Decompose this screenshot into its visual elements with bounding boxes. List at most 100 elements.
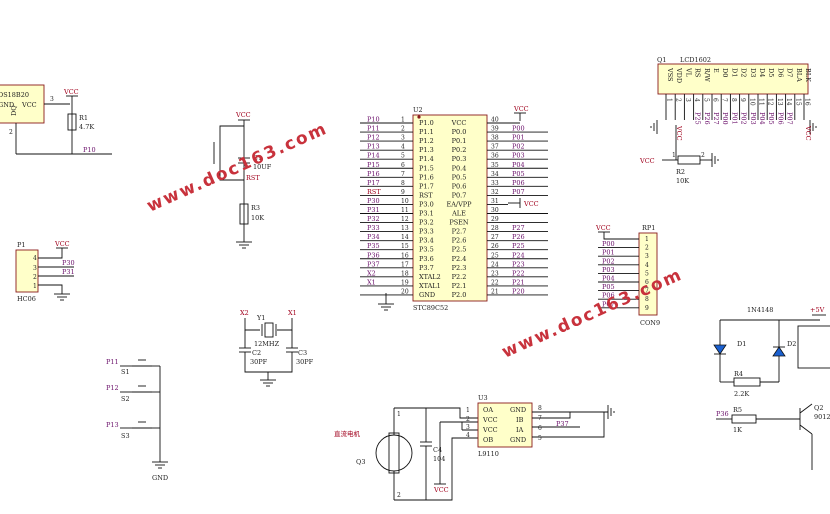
mcu-left-pin-name: P1.0 xyxy=(419,119,434,127)
mcu-right-pin-number: 29 xyxy=(491,216,499,223)
lcd-pin-name: E xyxy=(712,68,720,73)
hc06-body xyxy=(15,249,39,293)
hc06-pin-4: 4 xyxy=(33,255,37,262)
lcd-pin-name: BLK xyxy=(804,68,812,82)
mcu-left-pin-number: 17 xyxy=(401,261,409,268)
c4-value: 104 xyxy=(433,455,445,463)
q2-value: 9012 xyxy=(814,413,830,421)
r5-value: 1K xyxy=(733,426,742,434)
l9110-pin-ia: IA xyxy=(516,426,524,434)
watermark-bottom: www.doc163.com xyxy=(499,265,686,363)
mcu-left-pin-name: P1.6 xyxy=(419,173,434,181)
mcu-right-pin-name: P2.1 xyxy=(452,282,467,290)
mcu-right-pin-number: 21 xyxy=(491,288,499,295)
rp1-pin-number: 9 xyxy=(645,305,649,312)
mcu-right-pin-number: 27 xyxy=(491,234,499,241)
lcd-pin-number: 9 xyxy=(739,98,746,102)
crystal-y1-ref: Y1 xyxy=(256,314,265,322)
l9110-num-8: 8 xyxy=(538,405,542,412)
mcu-right-pin-name: P2.2 xyxy=(452,273,467,281)
lcd-pin-name: VL xyxy=(684,67,692,78)
mcu-left-net: P14 xyxy=(367,152,380,160)
l9110-pin-gnd1: GND xyxy=(510,406,526,414)
relay-circuit: 1N4148 +5V D1 D2 R4 2.2K P36 R5 1K Q2 90… xyxy=(713,306,830,470)
mcu-right-pin-number: 25 xyxy=(491,252,499,259)
mcu-left-pin-number: 6 xyxy=(401,162,405,169)
rp1-pin-net: P03 xyxy=(602,266,615,274)
rp1-pin-number: 2 xyxy=(645,245,649,252)
mcu-right-pin-number: 33 xyxy=(491,180,499,187)
lcd-pin-net: P01 xyxy=(730,112,738,125)
l9110-net-p37: P37 xyxy=(556,420,569,428)
mcu-left-pin-number: 4 xyxy=(401,144,405,151)
mcu-left-net: P30 xyxy=(367,197,380,205)
mcu-ea-vcc-label: VCC xyxy=(523,200,539,208)
lcd-pin-name: R/W xyxy=(703,68,711,82)
dc-motor xyxy=(375,434,413,472)
lcd-pin-name: D0 xyxy=(721,68,729,77)
crystal-x1-net: X1 xyxy=(288,309,297,317)
mcu-left-pin-number: 5 xyxy=(401,153,405,160)
l9110-pin-vcc2: VCC xyxy=(482,426,498,434)
mcu-right-pin-number: 38 xyxy=(491,135,499,142)
hc06-pin-1: 1 xyxy=(33,283,37,290)
mcu-right-pin-name: P2.7 xyxy=(452,228,467,236)
lcd-pin-number: 6 xyxy=(712,98,719,102)
mcu-left-pin-name: P3.7 xyxy=(419,264,434,272)
mcu-right-pin-name: P2.5 xyxy=(452,246,467,254)
lcd-q-ref: Q1 xyxy=(657,56,666,64)
r5-resistor xyxy=(731,414,757,424)
mcu-right-pin-name: P0.0 xyxy=(452,128,467,136)
mcu-right-pin-number: 36 xyxy=(491,153,499,160)
l9110-pin-vcc1: VCC xyxy=(482,416,498,424)
mcu-left-pin-name: P3.3 xyxy=(419,228,434,236)
hc06-net-p31: P31 xyxy=(62,268,75,276)
ds18b20-vcc-label: VCC xyxy=(63,88,79,96)
lcd-pin-number: 16 xyxy=(804,98,811,106)
rp1-pin-net: P01 xyxy=(602,249,615,257)
mcu-right-pin-name: P0.3 xyxy=(452,155,467,163)
r1-resistor xyxy=(67,113,77,131)
ds18b20-pin3: 3 xyxy=(50,96,54,103)
lcd-pin-name: RS xyxy=(694,68,702,77)
lcd-pin-name: VDD xyxy=(675,67,683,83)
hc06-name: HC06 xyxy=(17,295,36,303)
rp1-pin-number: 5 xyxy=(645,270,649,277)
mcu-right-pin-name: ALE xyxy=(451,210,466,218)
mcu-left-pin-name: P3.6 xyxy=(419,255,434,263)
mcu-right-pin-number: 37 xyxy=(491,144,499,151)
lcd1602-display: Q1 LCD1602 VCC R2 10K 1 2 VSS1VDD2VCCVL3… xyxy=(639,56,817,185)
l9110-num-7: 7 xyxy=(538,415,542,422)
relay-diode-label: 1N4148 xyxy=(747,306,773,314)
l9110-pin-ib: IB xyxy=(516,416,524,424)
crystal-x2-net: X2 xyxy=(240,309,249,317)
mcu-right-net: P07 xyxy=(512,188,525,196)
ds18b20-net-p10: P10 xyxy=(83,146,96,154)
lcd-pin-number: 15 xyxy=(794,98,801,106)
motor-driver: 直流电机 Q3 1 2 C4 104 VCC U3 L9110 OA VCC V… xyxy=(334,394,615,501)
mcu-ref: U2 xyxy=(413,106,423,114)
mcu-left-net: P11 xyxy=(367,125,380,133)
lcd-ground-symbol-left xyxy=(650,120,658,134)
c2-ref: C2 xyxy=(252,349,261,357)
pot-pin2: 2 xyxy=(701,152,705,159)
mcu-left-pin-name: P1.1 xyxy=(419,128,434,136)
rp1-resistor-pack: RP1 CON9 VCC 12P003P014P025P036P047P058P… xyxy=(595,224,660,327)
l9110-pin-gnd2: GND xyxy=(510,436,526,444)
mcu-right-pin-number: 23 xyxy=(491,270,499,277)
rp1-pin-net: P06 xyxy=(602,292,615,300)
lcd-pin-net: P02 xyxy=(740,112,748,125)
crystal-circuit: X2 X1 Y1 12MHZ C2 30PF C3 30PF xyxy=(239,309,314,387)
mcu-right-pin-name: P2.6 xyxy=(452,237,467,245)
rp1-pin-number: 3 xyxy=(645,253,649,260)
mcu-right-pin-number: 26 xyxy=(491,243,499,250)
mcu-left-pin-number: 16 xyxy=(401,252,409,259)
mcu-right-net: P03 xyxy=(512,152,525,160)
rp1-body xyxy=(638,232,658,316)
lcd-pin-number: 5 xyxy=(702,98,709,102)
mcu-right-net: P24 xyxy=(512,251,525,259)
rp1-name: CON9 xyxy=(640,319,660,327)
button-net-p12: P12 xyxy=(106,384,119,392)
